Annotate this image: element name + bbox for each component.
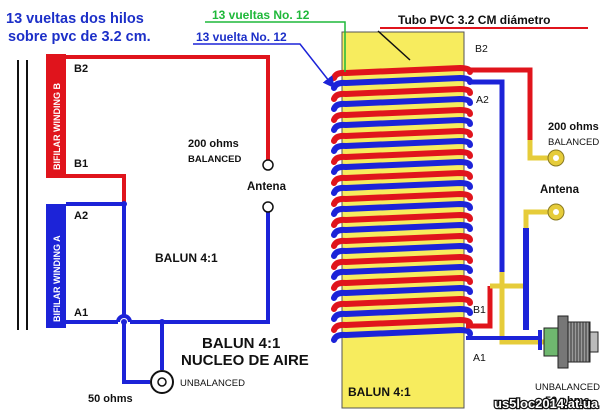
connector-flange <box>557 315 569 369</box>
coil-turn-red <box>331 169 473 186</box>
coil-turn-blue <box>331 95 473 112</box>
coil-turn-red <box>331 148 473 165</box>
center-caption-line1: BALUN 4:1 <box>202 335 280 352</box>
coil-turn-blue <box>331 158 473 175</box>
coax-connector-inner <box>157 377 167 387</box>
coil-turn-red <box>331 253 473 270</box>
coil-impedance-line2: BALANCED <box>548 137 599 148</box>
coil-antenna-label: Antena <box>540 184 580 196</box>
winding-a-label: BIFILAR WINDING A <box>52 235 62 322</box>
coil-turns <box>331 64 473 343</box>
coil-turn-red <box>331 232 473 249</box>
label-a1: A1 <box>74 307 88 319</box>
coil-impedance-line1: 200 ohms <box>548 121 599 133</box>
connector-body <box>543 327 559 357</box>
coil-turn-blue <box>331 284 473 301</box>
coil-turn-blue <box>331 179 473 196</box>
title-line1: 13 vueltas dos hilos <box>6 11 144 27</box>
winding-b-label: BIFILAR WINDING B <box>52 83 62 170</box>
winding-b-box <box>46 54 66 178</box>
wire-crossover <box>116 314 132 323</box>
antenna-label: Antena <box>247 181 287 193</box>
blue-wire-label: 13 vuelta No. 12 <box>196 30 287 44</box>
tube-label: Tubo PVC 3.2 CM diámetro <box>398 13 550 27</box>
antenna-terminal-bottom <box>262 201 274 213</box>
winding-a-box <box>46 204 66 328</box>
tube-bottom-label: BALUN 4:1 <box>348 385 411 399</box>
connector-tip <box>589 331 599 353</box>
coil-label-b1: B1 <box>473 304 486 316</box>
junction-dot <box>121 201 127 207</box>
label-b2: B2 <box>74 63 88 75</box>
label-a2: A2 <box>74 210 88 222</box>
antenna-terminal-top <box>262 159 274 171</box>
lead-yellow-top <box>527 140 548 161</box>
lead-b1 <box>466 286 493 329</box>
schematic: BIFILAR WINDING B BIFILAR WINDING A B2 B… <box>17 54 287 405</box>
title-line2: sobre pvc de 3.2 cm. <box>8 29 151 45</box>
tube-pointer <box>377 30 411 61</box>
junction-dot <box>121 319 127 325</box>
coil-turn-blue <box>331 263 473 280</box>
watermark: us5loc2014.at.ua <box>494 396 599 411</box>
coil-turn-red <box>331 106 473 123</box>
coil-turn-red <box>331 85 473 102</box>
coil-turn-blue <box>331 242 473 259</box>
coil-turn-blue <box>331 137 473 154</box>
green-wire-label: 13 vueltas No. 12 <box>212 8 310 22</box>
coil-turn-red <box>331 127 473 144</box>
lead-yellow-bottom <box>499 286 548 345</box>
coil-label-a1: A1 <box>473 352 486 364</box>
coil-turn-blue <box>331 116 473 133</box>
coil-label-b2: B2 <box>475 43 488 55</box>
coil-turn-red <box>331 274 473 291</box>
wire-b1 <box>66 174 126 204</box>
coil-turn-blue <box>331 74 473 91</box>
ring-terminal-top-hole <box>553 155 559 161</box>
coil-turn-blue <box>331 200 473 217</box>
coil-turn-red <box>331 190 473 207</box>
wire-b2 <box>66 55 270 160</box>
lead-b2 <box>470 67 533 140</box>
coil-unbalanced-line1: UNBALANCED <box>535 382 600 393</box>
lead-a2 <box>470 79 505 272</box>
impedance-unbalanced: 50 ohms <box>88 393 133 405</box>
coil-turn-blue <box>331 221 473 238</box>
coil-turn-red <box>331 211 473 228</box>
ring-terminal-bottom-hole <box>553 209 559 215</box>
balun-label: BALUN 4:1 <box>155 251 218 265</box>
coil-turn-blue <box>331 305 473 322</box>
impedance-balanced-line1: 200 ohms <box>188 138 239 150</box>
impedance-balanced-line2: BALANCED <box>188 154 241 165</box>
wire-unbal-left <box>122 322 150 384</box>
blue-pointer <box>193 43 335 89</box>
label-b1: B1 <box>74 158 88 170</box>
coil-illustration: B2 A2 B1 A1 200 ohms BALANCED Antena UNB… <box>331 31 600 409</box>
coil-label-a2: A2 <box>476 94 489 106</box>
connector-thread-lines <box>570 322 590 362</box>
green-pointer <box>205 21 346 72</box>
wire-a1-continue <box>130 212 270 324</box>
center-caption-line2: NUCLEO DE AIRE <box>181 352 309 369</box>
coil-unbalanced-line2: 50 ohms <box>545 395 590 407</box>
coil-turn-blue <box>331 326 473 343</box>
coil-turn-red <box>331 295 473 312</box>
unbalanced-label: UNBALANCED <box>180 378 245 389</box>
coil-turn-red <box>331 316 473 333</box>
coil-turn-red <box>331 64 473 81</box>
junction-dot <box>159 319 165 325</box>
